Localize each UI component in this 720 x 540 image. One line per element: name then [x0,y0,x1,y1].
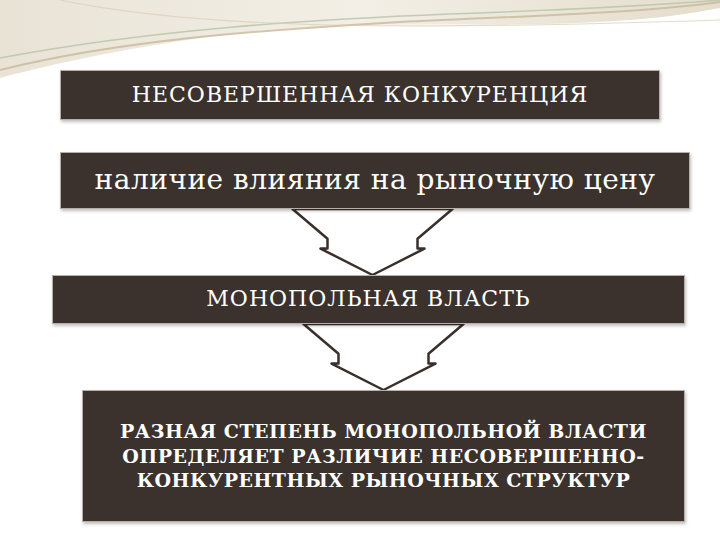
box-text: НЕСОВЕРШЕННАЯ КОНКУРЕНЦИЯ [132,81,588,110]
process-box: МОНОПОЛЬНАЯ ВЛАСТЬ [52,275,685,324]
process-box: РАЗНАЯ СТЕПЕНЬ МОНОПОЛЬНОЙ ВЛАСТИ ОПРЕДЕ… [82,390,685,522]
box-text: МОНОПОЛЬНАЯ ВЛАСТЬ [206,285,530,314]
swoosh-line [60,0,720,26]
box-text: наличие влияния на рыночную цену [95,162,656,198]
swoosh-line [0,2,720,70]
block-arrow [293,209,453,275]
swoosh-band [0,0,720,78]
swoosh-line [0,0,720,58]
process-box: НЕСОВЕРШЕННАЯ КОНКУРЕНЦИЯ [60,70,660,120]
block-arrow [304,324,464,390]
box-text: РАЗНАЯ СТЕПЕНЬ МОНОПОЛЬНОЙ ВЛАСТИ ОПРЕДЕ… [97,419,670,493]
process-box: наличие влияния на рыночную цену [60,152,690,209]
